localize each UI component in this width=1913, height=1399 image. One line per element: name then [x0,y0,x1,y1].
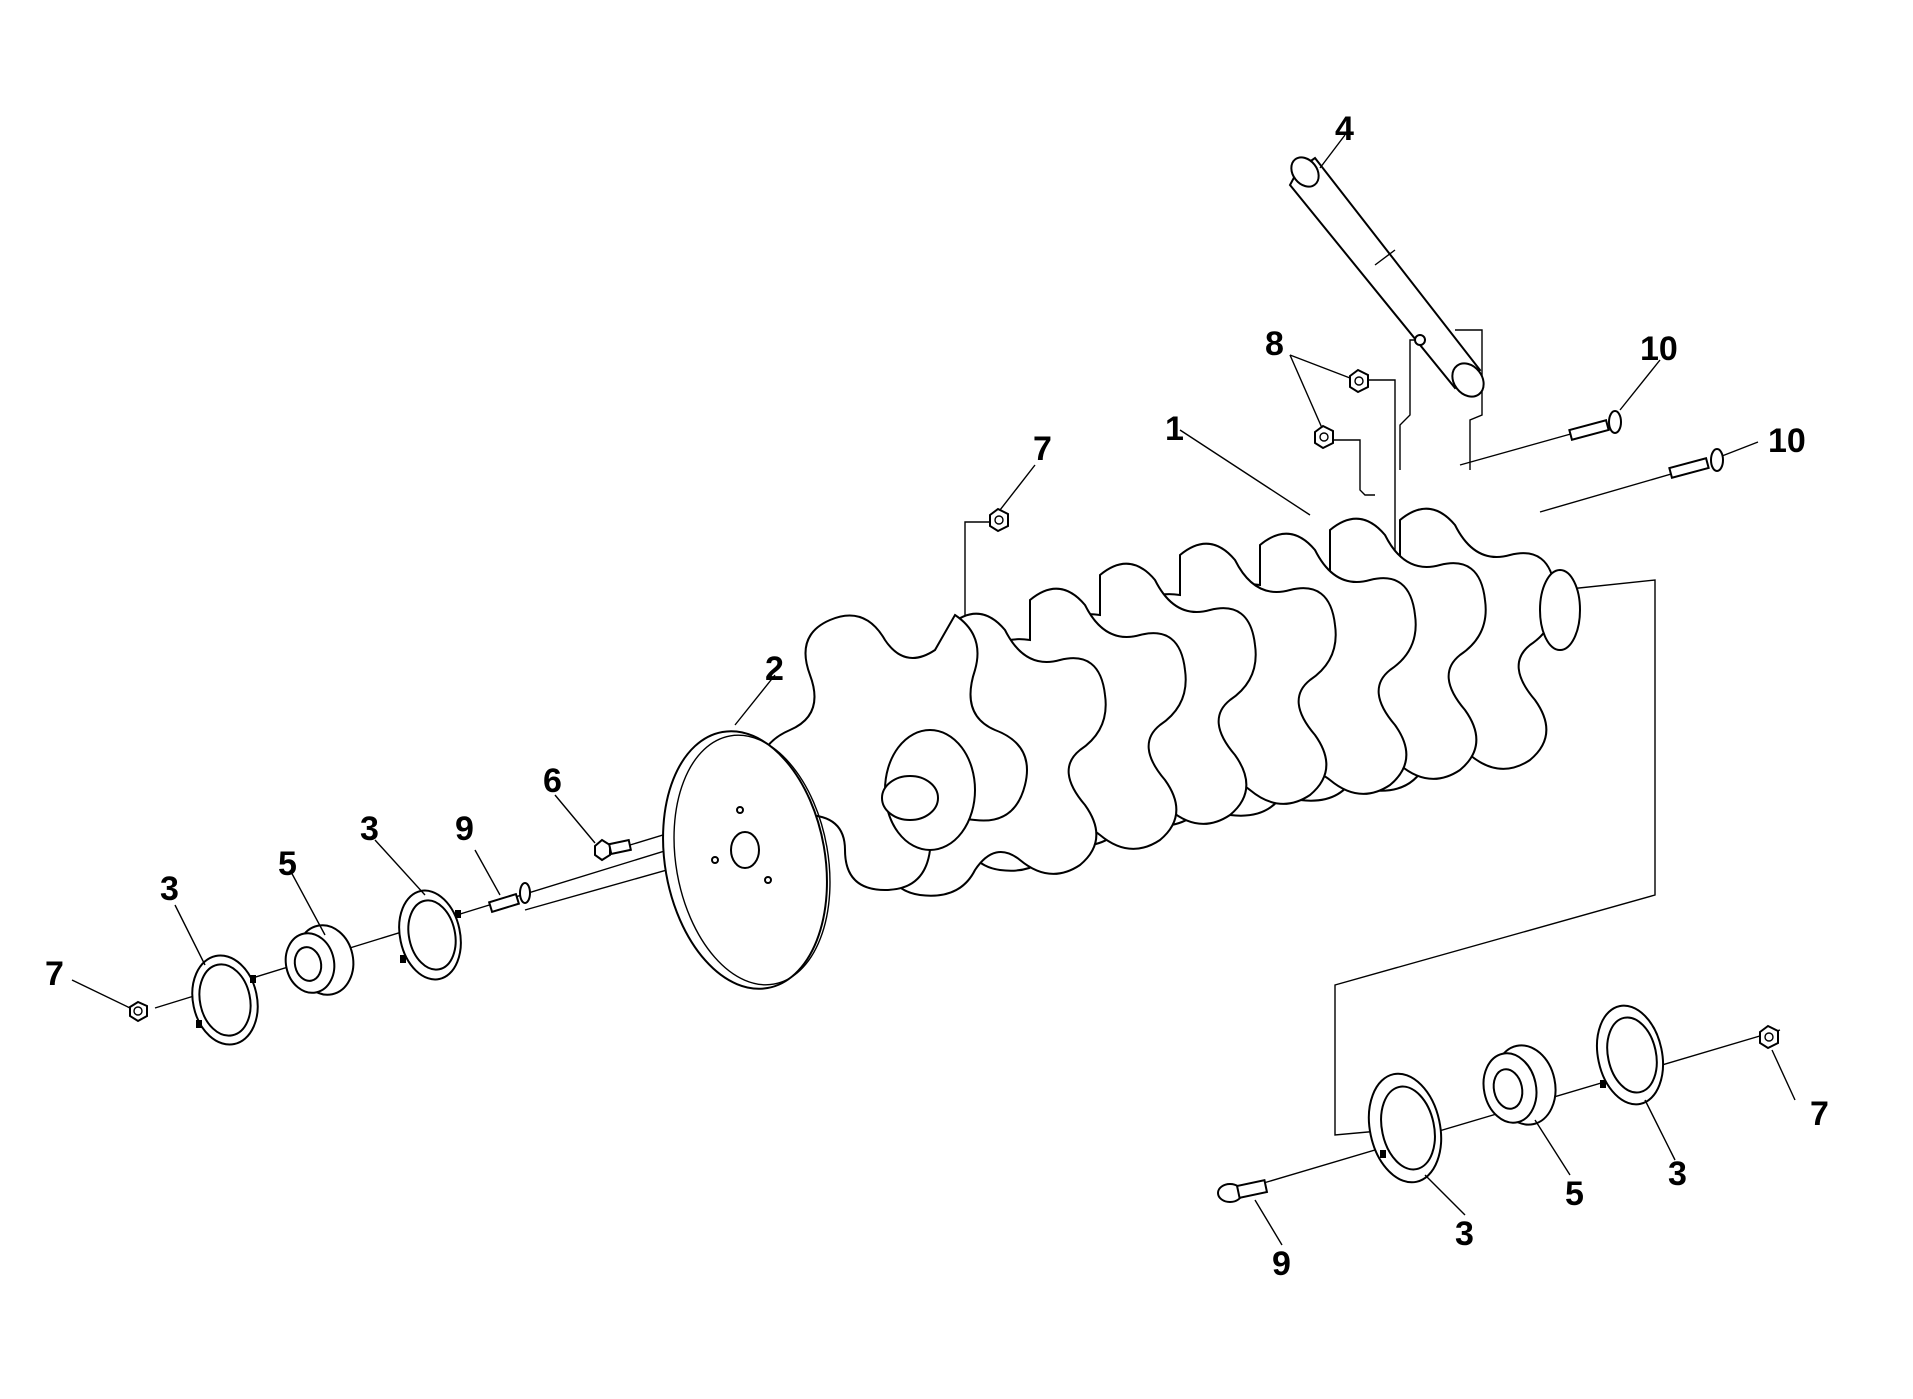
label-part-1: 1 [1165,410,1184,448]
bearing-flange-right-inner [1367,1072,1443,1184]
label-part-3: 3 [360,810,379,848]
label-part-5: 5 [1565,1175,1584,1213]
nuts-handle [1314,368,1369,450]
label-part-2: 2 [765,650,784,688]
star-disc-front [758,613,1028,892]
nut-right [1759,1024,1779,1050]
scraper-disc [662,730,831,990]
nut-left [129,1000,148,1023]
leader-lines [71,134,1796,1246]
label-part-5: 5 [278,845,297,883]
label-part-8: 8 [1265,325,1284,363]
bearing-flange-left-inner [398,889,462,981]
label-part-10: 10 [1640,330,1678,368]
carriage-bolt-left [487,882,531,914]
label-part-6: 6 [543,762,562,800]
label-part-7: 7 [1810,1095,1829,1133]
label-part-9: 9 [1272,1245,1291,1283]
label-part-7: 7 [45,955,64,993]
nut-top [989,507,1009,533]
carriage-bolt-right [1217,1179,1269,1203]
label-part-3: 3 [1455,1215,1474,1253]
bearing-left [284,924,355,996]
handle-tube [1288,156,1485,398]
label-part-10: 10 [1768,422,1806,460]
label-part-3: 3 [1668,1155,1687,1193]
bearing-flange-left-outer [191,954,259,1046]
label-part-3: 3 [160,870,179,908]
bearing-flange-right-outer [1596,1004,1664,1106]
label-part-9: 9 [455,810,474,848]
part-number-labels: 1 2 3 3 3 3 4 5 5 6 7 7 7 8 9 9 10 10 [45,110,1829,1283]
bolts-roller-end [1568,410,1724,479]
bearing-right [1482,1044,1557,1126]
label-part-7: 7 [1033,430,1052,468]
star-wheel-roller [758,507,1581,897]
label-part-4: 4 [1335,110,1354,148]
hex-bolt [594,838,633,862]
